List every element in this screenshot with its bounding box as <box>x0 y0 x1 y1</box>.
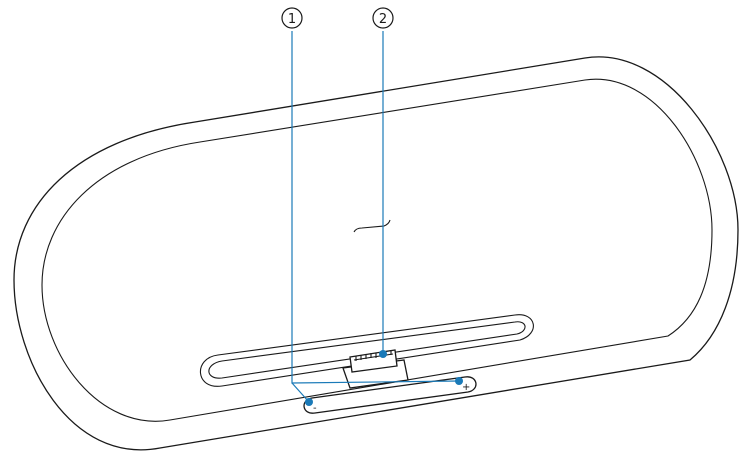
volume-button-bar <box>303 376 477 414</box>
callout-2-number: 2 <box>379 12 387 27</box>
speaker-front-panel <box>41 78 713 422</box>
indicator-mark <box>353 219 391 233</box>
volume-plus-sign: + <box>462 382 470 393</box>
callout-1: 1 <box>281 7 303 29</box>
leader-dot-minus <box>305 398 313 406</box>
leader-dot-plus <box>455 377 463 385</box>
callout-2: 2 <box>372 7 394 29</box>
leader-line-1b <box>291 382 310 403</box>
leader-dot-connector <box>379 350 387 358</box>
callout-1-number: 1 <box>288 12 296 27</box>
speaker-body-outer <box>13 56 739 451</box>
dock-slot-inner <box>208 321 526 379</box>
volume-minus-sign: - <box>313 403 317 414</box>
